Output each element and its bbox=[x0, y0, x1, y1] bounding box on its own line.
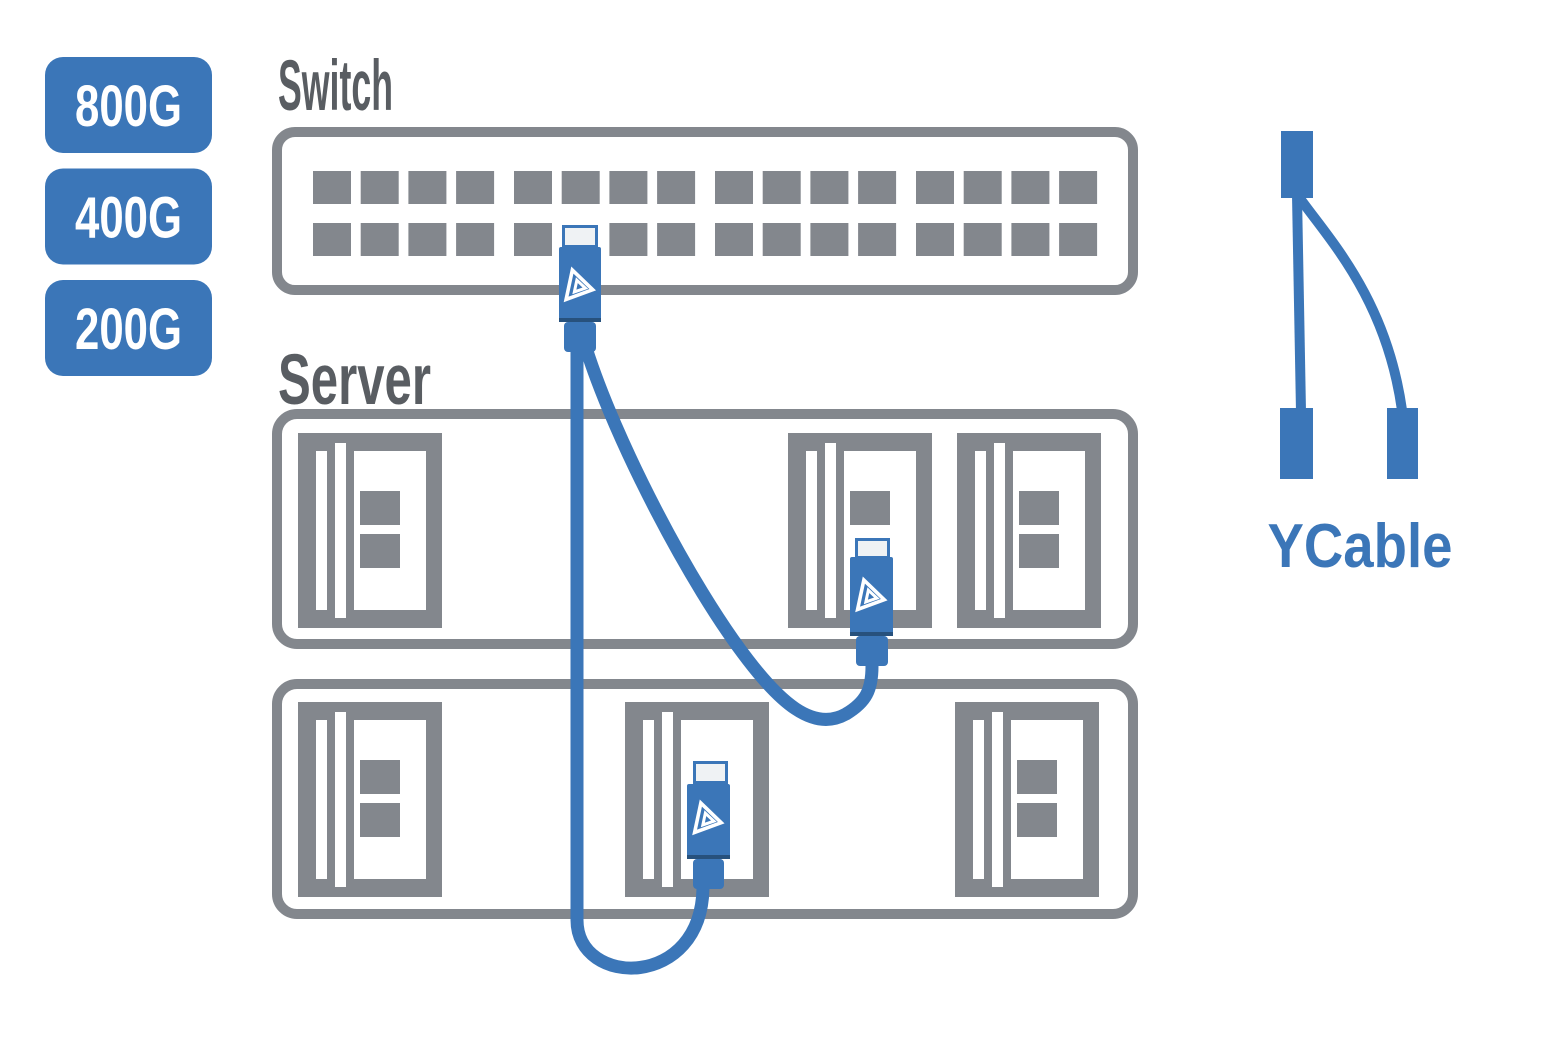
switch-port bbox=[408, 171, 447, 204]
speed-badge-label: 400G bbox=[75, 186, 182, 251]
nic-slot-bar bbox=[967, 443, 994, 618]
cable-switch-to-server1 bbox=[579, 346, 879, 726]
switch-port bbox=[456, 223, 495, 256]
switch-port bbox=[514, 223, 552, 256]
switch-port bbox=[514, 171, 552, 204]
transceiver-boot bbox=[856, 636, 888, 666]
nic-slot-bar bbox=[965, 712, 992, 887]
speed-badge-label: 800G bbox=[75, 74, 182, 139]
speed-badge: 800G bbox=[45, 57, 212, 153]
switch-port bbox=[916, 171, 954, 204]
switch-port bbox=[360, 223, 399, 256]
server-1-nic-module bbox=[957, 433, 1101, 628]
nic-slot-bar bbox=[635, 712, 662, 887]
switch-port bbox=[657, 171, 696, 204]
transceiver-notch bbox=[687, 855, 730, 859]
nic-slot-bar bbox=[308, 443, 335, 618]
switch-port bbox=[916, 223, 954, 256]
nic-port bbox=[1019, 534, 1059, 568]
switch-port bbox=[762, 223, 801, 256]
switch-title: Switch bbox=[278, 47, 393, 126]
switch-port bbox=[609, 223, 648, 256]
switch-port bbox=[313, 171, 351, 204]
switch-port bbox=[561, 171, 600, 204]
nic-outline bbox=[298, 702, 442, 897]
switch-ports bbox=[313, 171, 1098, 256]
ycable-top-connector bbox=[1281, 131, 1313, 198]
ycable-straight-leg bbox=[1292, 194, 1306, 413]
ycable-bottom-right-connector bbox=[1387, 408, 1418, 479]
transceiver-head bbox=[855, 538, 890, 559]
cable-switch-to-server2 bbox=[570, 348, 710, 975]
server1-transceiver bbox=[850, 538, 893, 666]
speed-badge-label: 200G bbox=[75, 297, 182, 362]
server-title: Server bbox=[278, 341, 431, 420]
switch-port bbox=[657, 223, 696, 256]
nic-port bbox=[1017, 803, 1057, 837]
transceiver-notch bbox=[559, 318, 601, 322]
nic-outline bbox=[957, 433, 1101, 628]
switch-port bbox=[762, 171, 801, 204]
nic-cage bbox=[346, 712, 434, 887]
nic-port bbox=[360, 760, 400, 794]
speed-badge-pill bbox=[45, 57, 212, 153]
server-2-nic-module bbox=[955, 702, 1099, 897]
nic-port bbox=[360, 534, 400, 568]
nic-port bbox=[360, 491, 400, 525]
switch-port bbox=[715, 171, 753, 204]
switch-port bbox=[1011, 223, 1050, 256]
switch-port bbox=[810, 223, 849, 256]
speed-badges: 800G 400G 200G bbox=[45, 57, 212, 376]
ycable-label: YCable bbox=[1268, 512, 1453, 581]
nic-cage bbox=[1003, 712, 1091, 887]
transceiver-head bbox=[562, 225, 598, 248]
nic-cage bbox=[1005, 443, 1093, 618]
server-2-nic-module bbox=[298, 702, 442, 897]
nic-port bbox=[1019, 491, 1059, 525]
switch-port bbox=[1011, 171, 1050, 204]
server2-transceiver bbox=[687, 761, 730, 889]
nic-cage bbox=[346, 443, 434, 618]
transceiver-boot bbox=[693, 859, 724, 889]
speed-badge-pill bbox=[45, 168, 212, 265]
server-1-nic-module bbox=[298, 433, 442, 628]
nic-port bbox=[1017, 760, 1057, 794]
switch-port bbox=[609, 171, 648, 204]
cables bbox=[570, 346, 879, 975]
transceiver-body bbox=[850, 557, 893, 636]
transceiver-head bbox=[693, 761, 728, 784]
ycable-figure: YCable bbox=[1268, 131, 1453, 581]
switch-port bbox=[810, 171, 849, 204]
ycable-curved-leg bbox=[1294, 194, 1407, 411]
nic-slot-bar bbox=[798, 443, 825, 618]
switch-port bbox=[360, 171, 399, 204]
speed-badge-pill bbox=[45, 280, 212, 376]
nic-slot-bar bbox=[308, 712, 335, 887]
nic-port bbox=[850, 491, 890, 525]
switch-transceiver bbox=[559, 225, 601, 352]
speed-badge: 400G bbox=[45, 168, 212, 265]
switch-port bbox=[963, 223, 1002, 256]
switch-port bbox=[963, 171, 1002, 204]
transceiver-boot bbox=[564, 322, 596, 352]
switch-port bbox=[313, 223, 351, 256]
nic-outline bbox=[298, 433, 442, 628]
switch-chassis bbox=[272, 127, 1138, 295]
switch-port bbox=[1059, 171, 1098, 204]
nic-outline bbox=[955, 702, 1099, 897]
transceiver-notch bbox=[850, 632, 893, 636]
speed-badge: 200G bbox=[45, 280, 212, 376]
switch-port bbox=[1059, 223, 1098, 256]
switch-port bbox=[858, 223, 897, 256]
switch-port bbox=[408, 223, 447, 256]
nic-port bbox=[360, 803, 400, 837]
switch-port bbox=[456, 171, 495, 204]
switch-port bbox=[858, 171, 897, 204]
ycable-bottom-left-connector bbox=[1280, 408, 1313, 479]
switch-body bbox=[272, 127, 1138, 295]
switch-port bbox=[715, 223, 753, 256]
